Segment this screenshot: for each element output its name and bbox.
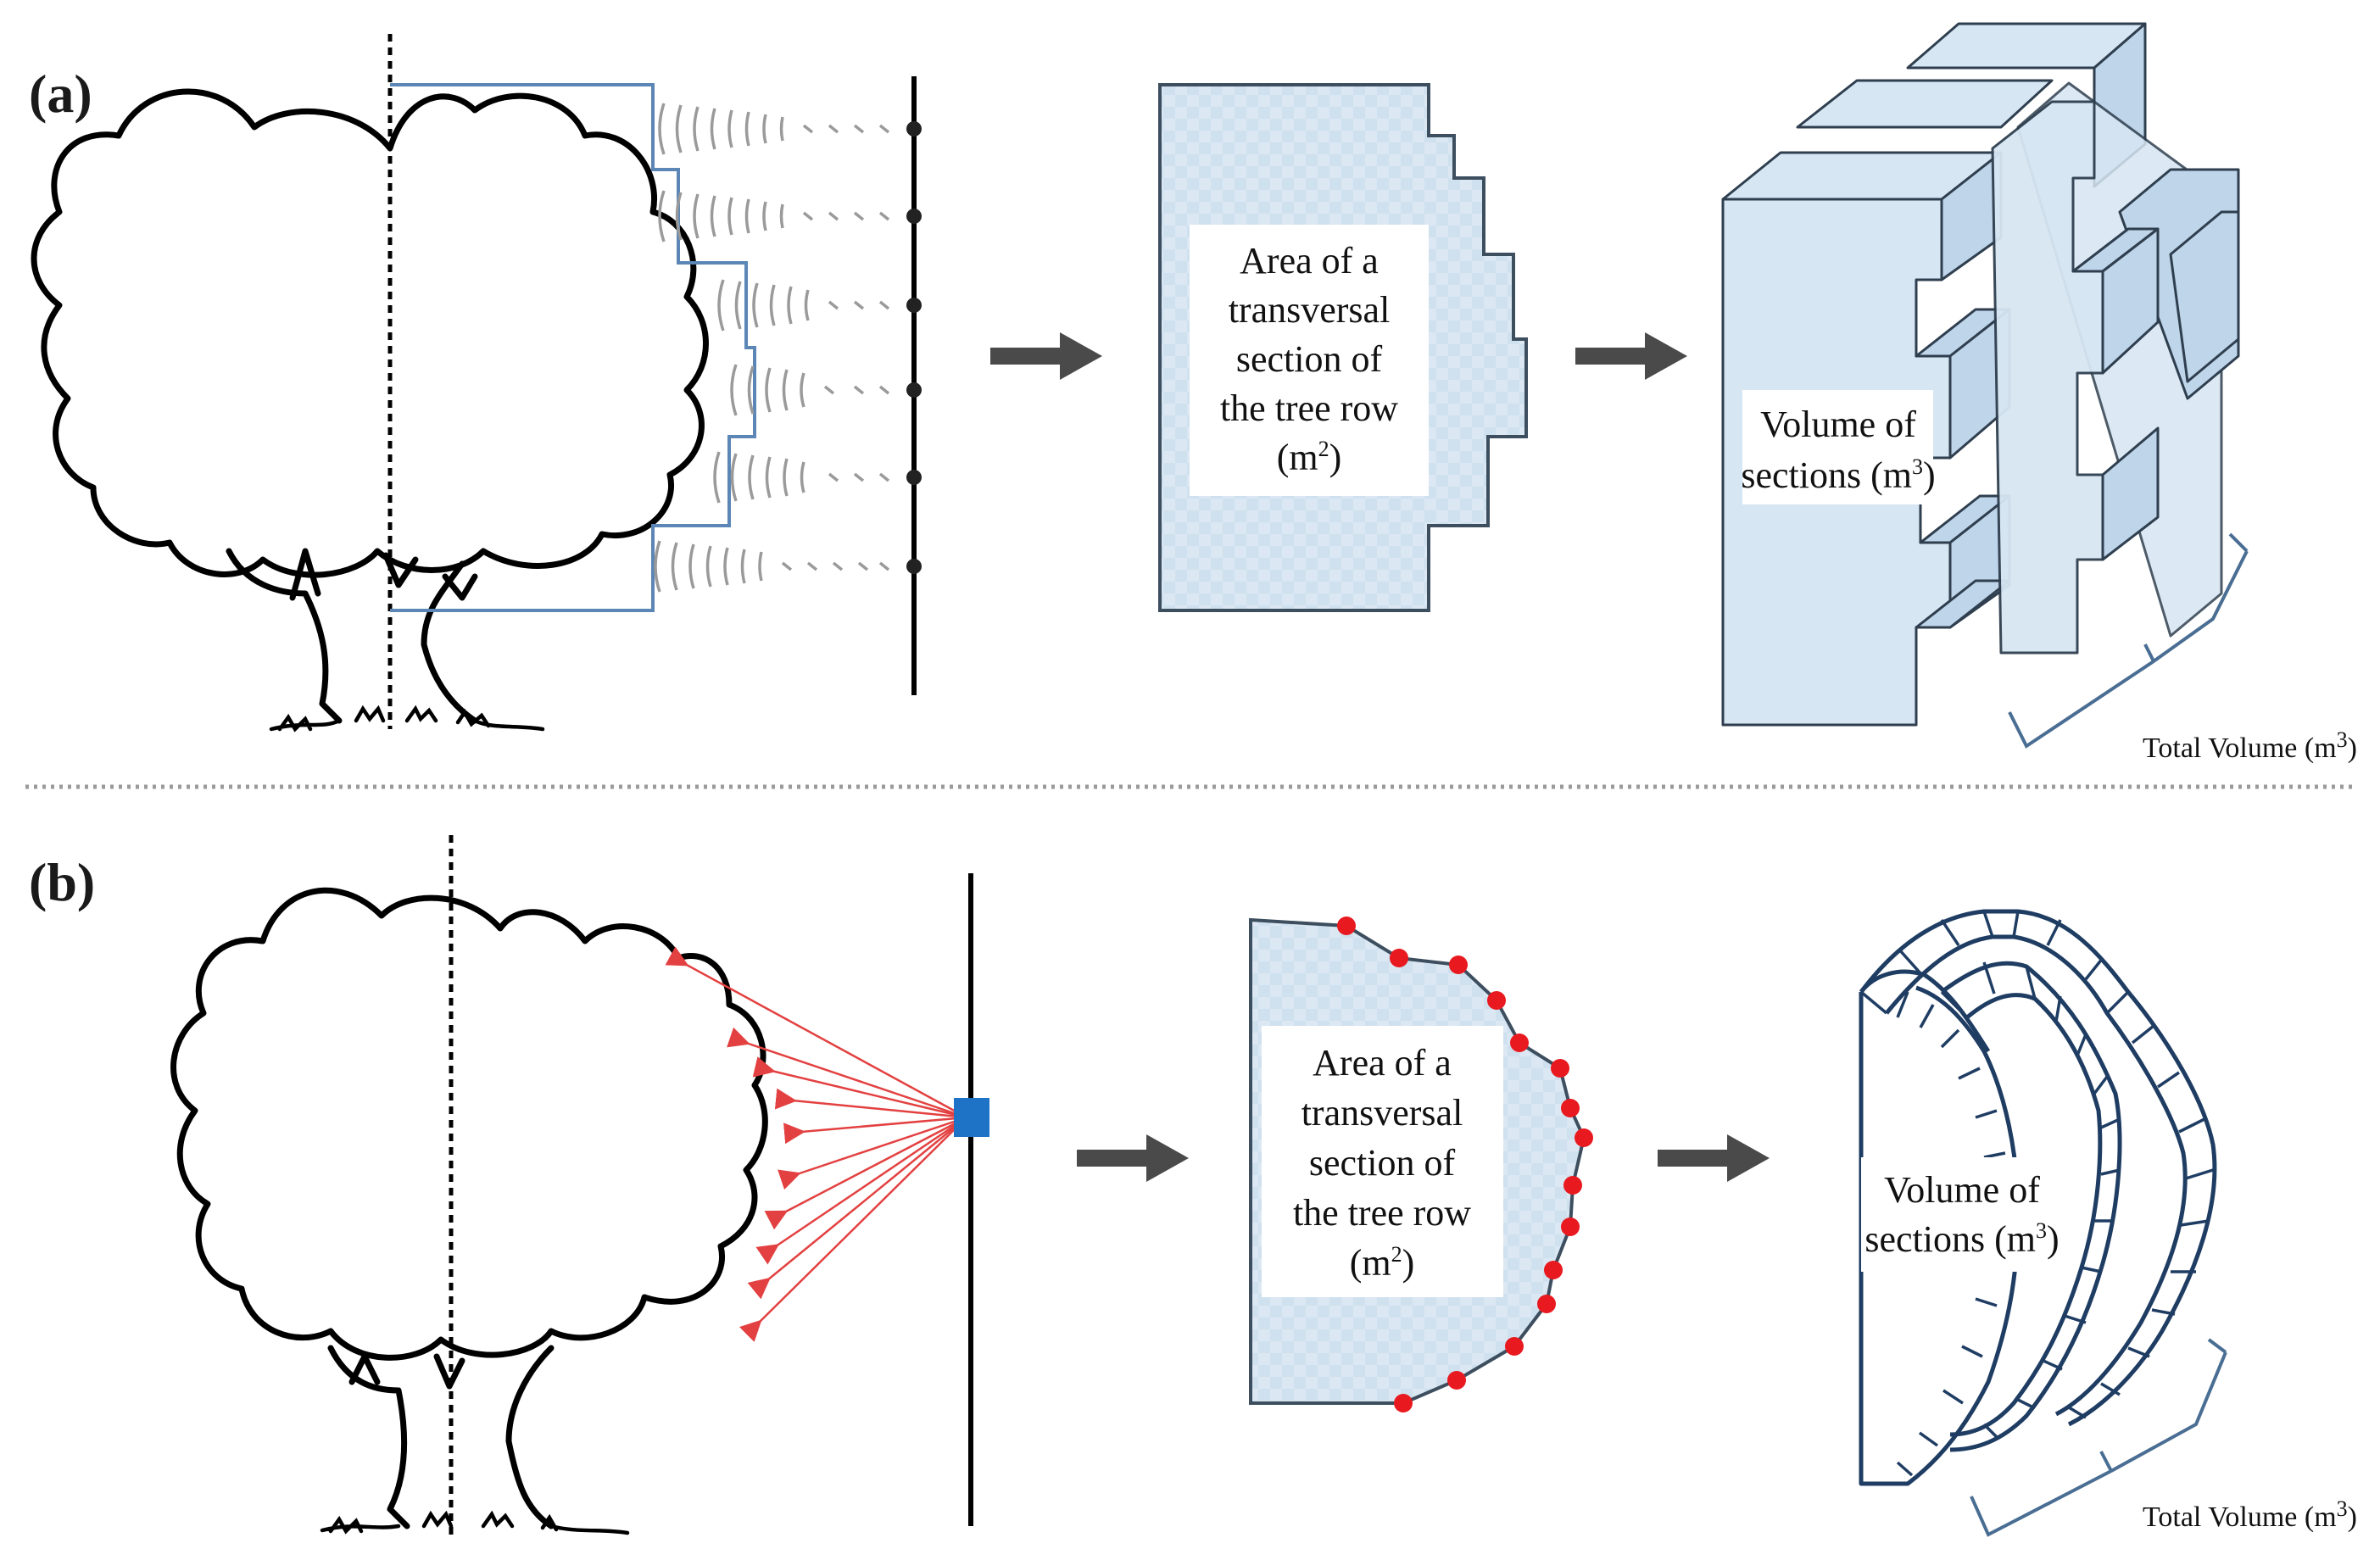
area-label-box-a: Area of a transversal section of the tre… bbox=[1190, 225, 1429, 496]
ultrasonic-sensor-icon bbox=[906, 470, 922, 485]
arrow-right-icon bbox=[1575, 332, 1687, 380]
volume-label-line: Volume of bbox=[1884, 1169, 2040, 1211]
ultrasonic-sensor-icon bbox=[906, 298, 922, 313]
panel-a-label: (a) bbox=[29, 64, 92, 124]
ultrasonic-waves bbox=[654, 103, 890, 593]
total-volume-brace-b bbox=[1970, 1338, 2227, 1537]
ultrasonic-sensor-icon bbox=[906, 209, 922, 224]
volume-block-a bbox=[1721, 22, 2240, 727]
volume-wireframe-b bbox=[1859, 909, 2217, 1486]
ultrasonic-sensor-icon bbox=[906, 121, 922, 136]
arrow-right-icon bbox=[990, 332, 1102, 380]
panel-a: (a) bbox=[29, 22, 2357, 764]
area-label-line: Area of a bbox=[1313, 1042, 1452, 1084]
arrow-right-icon bbox=[1077, 1134, 1189, 1182]
volume-label-unit: sections (m3) bbox=[1864, 1218, 2059, 1260]
area-label-line: the tree row bbox=[1220, 387, 1398, 429]
volume-label-line: Volume of bbox=[1760, 404, 1916, 445]
area-label-line: section of bbox=[1309, 1142, 1456, 1184]
area-label-unit: (m2) bbox=[1350, 1242, 1415, 1284]
lidar-sensor-icon bbox=[954, 1098, 989, 1137]
volume-label-box-b: Volume of sections (m3) bbox=[1861, 1157, 2063, 1272]
total-volume-brace-a bbox=[2008, 532, 2249, 749]
arrow-right-icon bbox=[1658, 1134, 1770, 1182]
panel-b-label: (b) bbox=[29, 852, 95, 912]
ultrasonic-sensor-icon bbox=[906, 382, 922, 398]
area-label-line: section of bbox=[1236, 338, 1383, 380]
area-label-box-b: Area of a transversal section of the tre… bbox=[1262, 1026, 1503, 1297]
total-volume-label-a: Total Volume (m3) bbox=[2143, 727, 2357, 764]
tree-icon bbox=[170, 835, 768, 1535]
volume-label-unit: sections (m3) bbox=[1741, 454, 1935, 496]
lidar-rays bbox=[665, 946, 967, 1342]
area-label-line: transversal bbox=[1229, 289, 1391, 331]
area-label-line: Area of a bbox=[1240, 240, 1379, 281]
area-label-line: the tree row bbox=[1293, 1192, 1471, 1234]
panel-b: (b) bbox=[29, 835, 2357, 1537]
tree-icon bbox=[31, 34, 709, 733]
ultrasonic-sensor-pole bbox=[906, 76, 922, 695]
volume-label-box-a: Volume of sections (m3) bbox=[1741, 390, 1936, 504]
area-label-line: transversal bbox=[1301, 1092, 1463, 1134]
total-volume-label-b: Total Volume (m3) bbox=[2143, 1496, 2357, 1533]
ultrasonic-sensor-icon bbox=[906, 559, 922, 574]
area-label-unit: (m2) bbox=[1277, 437, 1342, 478]
lidar-points bbox=[1337, 916, 1593, 1412]
lidar-sensor-pole bbox=[954, 873, 989, 1526]
section-envelope-outline bbox=[390, 83, 756, 612]
